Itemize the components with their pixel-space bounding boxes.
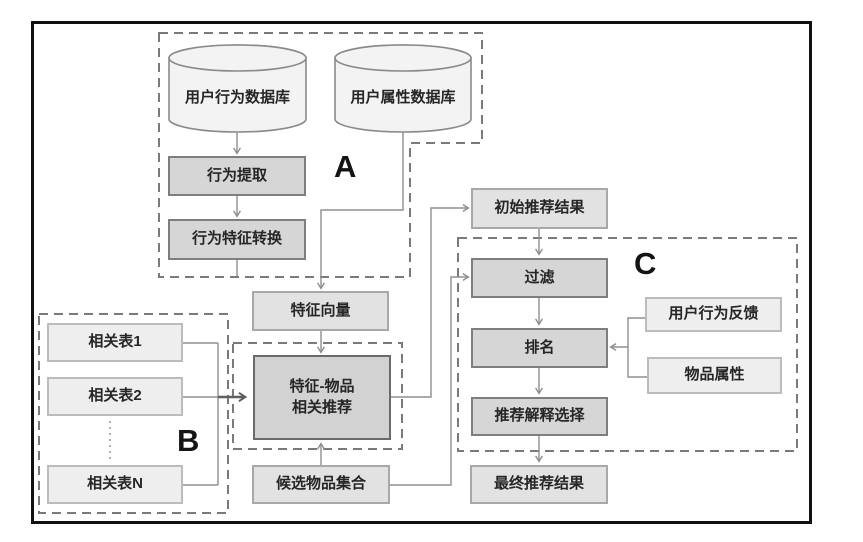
node-related-table-1: 相关表1 <box>47 323 183 362</box>
region-c-outline <box>457 237 798 452</box>
node-user-attribute-db: 用户属性数据库 <box>350 88 456 106</box>
node-candidate-item-set: 候选物品集合 <box>252 465 390 504</box>
node-explanation-selection: 推荐解释选择 <box>471 397 608 436</box>
database-cylinder-user-attribute <box>334 44 472 133</box>
node-final-results: 最终推荐结果 <box>470 465 608 504</box>
section-label-a: A <box>334 149 357 184</box>
connector-attributedb-to-featurevector <box>317 132 404 290</box>
region-b-outline <box>38 313 229 514</box>
node-filter: 过滤 <box>471 258 608 298</box>
node-related-table-2: 相关表2 <box>47 377 183 416</box>
node-item-attributes: 物品属性 <box>647 357 782 394</box>
connector-candidateset-to-filter <box>390 273 470 486</box>
node-behavior-feature-conversion: 行为特征转换 <box>168 219 306 260</box>
node-user-behavior-feedback: 用户行为反馈 <box>645 297 782 332</box>
section-label-c: C <box>634 246 657 281</box>
node-ranking: 排名 <box>471 328 608 368</box>
feature-item-line2: 相关推荐 <box>291 398 352 416</box>
connector-itemattr-to-ranking <box>627 347 647 378</box>
node-feature-item-recommendation: 特征-物品 相关推荐 <box>253 355 391 440</box>
feature-item-line1: 特征-物品 <box>289 378 355 396</box>
region-a-outline <box>158 32 483 278</box>
node-initial-results: 初始推荐结果 <box>471 188 608 229</box>
database-cylinder-user-behavior <box>168 44 307 133</box>
node-user-behavior-db: 用户行为数据库 <box>184 88 290 106</box>
node-feature-vector: 特征向量 <box>252 291 389 331</box>
node-behavior-extraction: 行为提取 <box>168 156 306 196</box>
connector-feedback-to-ranking <box>609 317 645 351</box>
section-label-b: B <box>177 423 200 458</box>
node-related-table-n: 相关表N <box>47 465 183 504</box>
connector-featureitem-to-initialresults <box>390 204 470 398</box>
